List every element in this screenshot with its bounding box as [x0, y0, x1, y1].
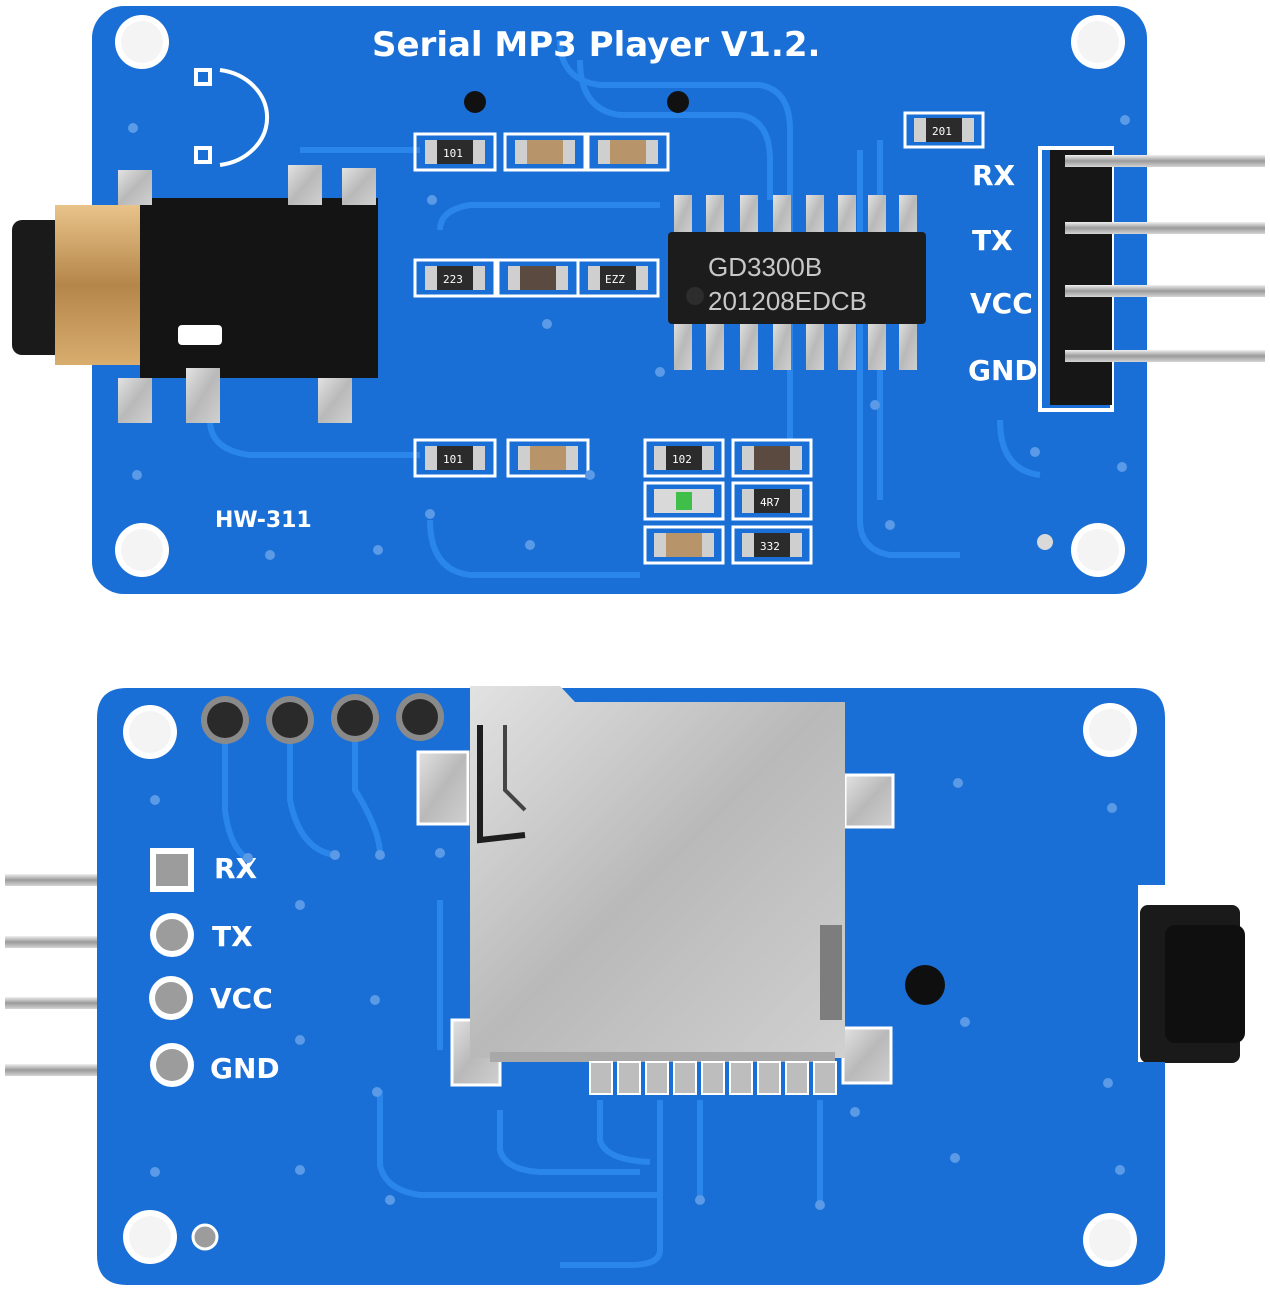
micro-sd-slot: [416, 686, 895, 1095]
front-pin-vcc-label: VCC: [970, 287, 1033, 320]
model-label: HW-311: [215, 508, 312, 533]
back-pin-vcc-label: VCC: [210, 982, 273, 1015]
back-traces: [222, 740, 823, 1268]
front-board: Serial MP3 Player V1.2.: [12, 6, 1265, 594]
speaker-symbol-icon: [194, 68, 270, 167]
resistor-label: EZZ: [605, 273, 625, 286]
back-pin-tx-label: TX: [212, 920, 253, 953]
resistor-label: 102: [672, 453, 692, 466]
front-pin-header: [1038, 146, 1265, 412]
resistor-label: 101: [443, 453, 463, 466]
resistor-label: 201: [932, 125, 952, 138]
front-pin-rx-label: RX: [972, 159, 1016, 192]
back-board: RX TX VCC GND: [5, 686, 1245, 1285]
front-resistors-bottom: 101 102 4R7: [413, 438, 813, 565]
resistor-label: 101: [443, 147, 463, 160]
front-small-vias: [128, 115, 1130, 560]
front-pin-tx-label: TX: [972, 224, 1013, 257]
back-small-vias: [150, 778, 1125, 1210]
chip-label-1: GD3300B: [708, 252, 822, 282]
back-audio-jack: [1140, 905, 1245, 1063]
resistor-label: 332: [760, 540, 780, 553]
front-resistors-top: 101: [413, 132, 670, 172]
back-pin-gnd-label: GND: [210, 1052, 280, 1085]
front-mounting-holes: [115, 15, 1125, 577]
front-resistors-mid: 223 EZZ: [413, 258, 660, 298]
back-pin-pads: [149, 848, 194, 1087]
back-small-pad: [191, 1223, 219, 1251]
front-vias: [464, 91, 1053, 550]
back-pin-header: [5, 874, 115, 1076]
front-resistor-topright: 201: [903, 111, 985, 149]
front-pin-gnd-label: GND: [968, 354, 1038, 387]
back-through-hole-pads: [201, 693, 444, 744]
chip-label-2: 201208EDCB: [708, 286, 867, 316]
back-large-via: [905, 965, 945, 1005]
front-audio-jack: [12, 165, 378, 423]
resistor-label: 4R7: [760, 496, 780, 509]
resistor-label: 223: [443, 273, 463, 286]
gd3300b-chip: GD3300B 201208EDCB: [668, 195, 926, 370]
back-mounting-holes: [123, 703, 1137, 1267]
front-title: Serial MP3 Player V1.2.: [372, 25, 820, 65]
